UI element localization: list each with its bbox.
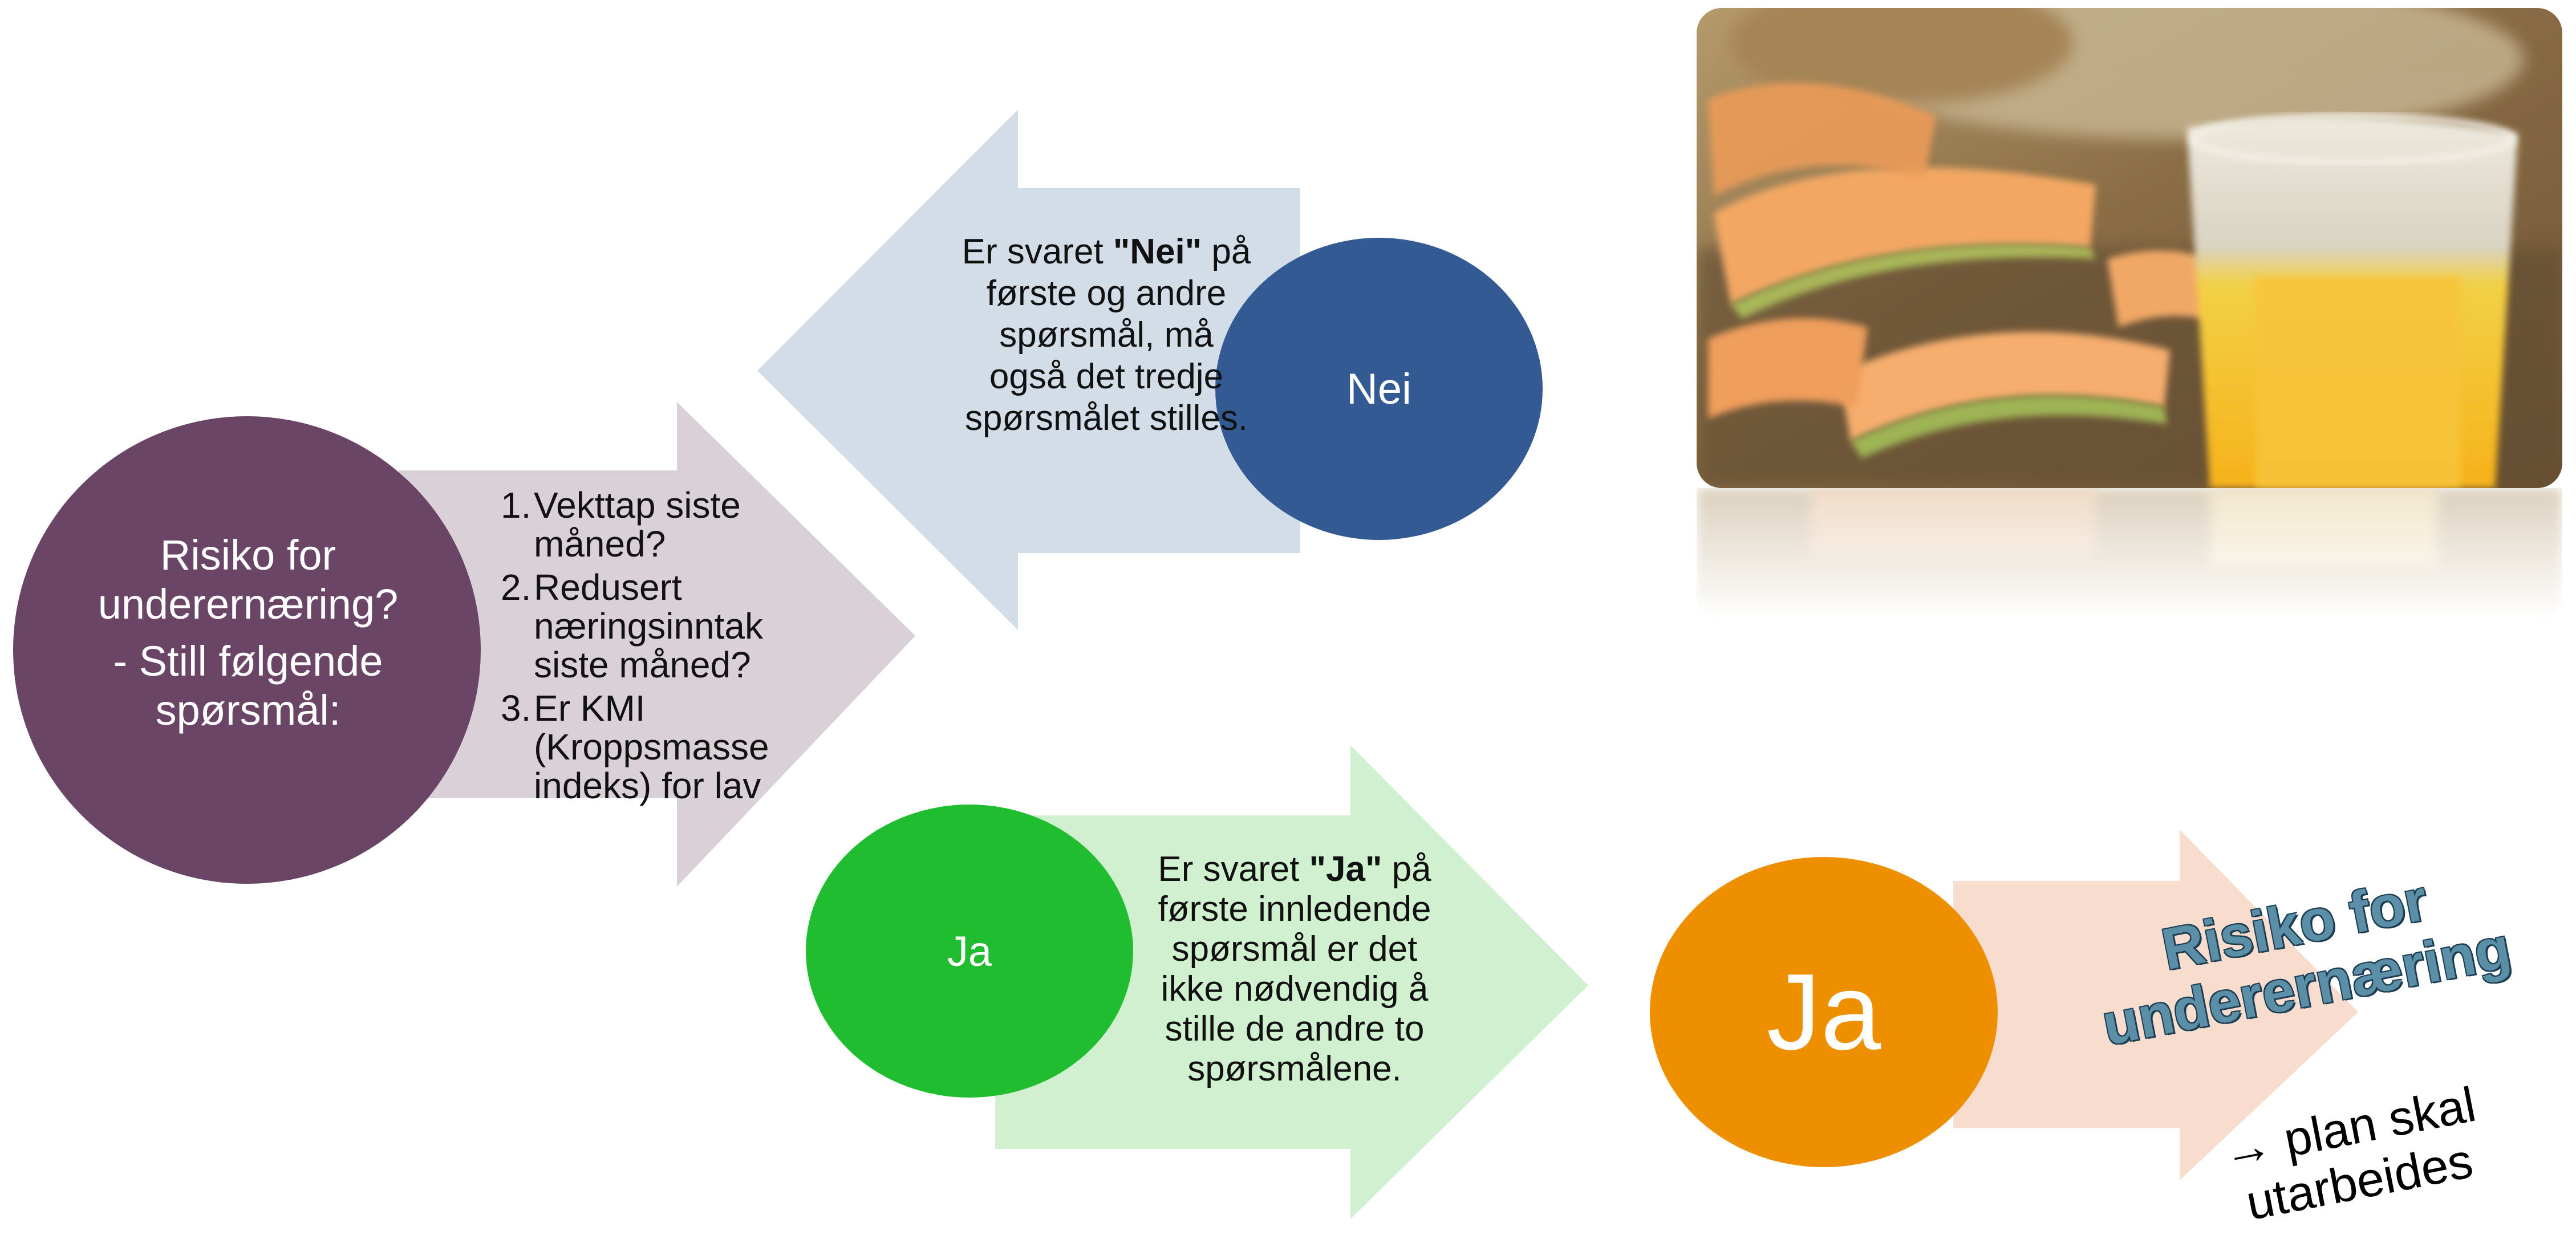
risk-question-line4: spørsmål: [155, 686, 341, 734]
ja-arrow [995, 745, 1588, 1219]
ja-circle-label: Ja [947, 927, 992, 975]
risk-question-label: Risiko for underernæring? - Still følgen… [23, 502, 473, 764]
nei-circle [1215, 238, 1543, 540]
melon-and-juice-photo-icon [1697, 8, 2562, 488]
ja-bold-answer: "Ja" [1309, 850, 1382, 889]
risk-question-line2: underernæring? [98, 580, 399, 628]
nei-arrow [757, 109, 1300, 630]
nei-bold-answer: "Nei" [1113, 232, 1202, 271]
ja-circle [806, 805, 1133, 1098]
right-arrow-icon: → [2218, 1116, 2277, 1180]
nei-explanation-rest: på første og andre spørsmål, må også det… [964, 232, 1251, 438]
nei-circle-label: Nei [1346, 364, 1412, 413]
questions-list: 1. Vekttap siste måned? 2. Redusert næri… [501, 486, 769, 810]
risk-question-line1: Risiko for [160, 531, 336, 579]
result-ja-label: Ja [1766, 952, 1881, 1073]
photo-reflection-graphic [1697, 488, 2562, 619]
ja-explanation-rest: på første innledende spørsmål er det ikk… [1158, 850, 1431, 1088]
result-arrow [1953, 830, 2358, 1180]
ja-explanation: Er svaret "Ja" på første innledende spør… [1158, 850, 1431, 1088]
nei-explanation: Er svaret "Nei" på første og andre spørs… [962, 232, 1251, 438]
question-item-3: 3. Er KMI (Kroppsmasse indeks) for lav [501, 688, 769, 806]
photo-reflection [1697, 488, 2562, 619]
melon-juice-photo [1697, 8, 2562, 488]
questions-arrow [399, 402, 915, 887]
question-item-2: 2. Redusert næringsinntak siste måned? [501, 567, 763, 685]
result-ja-circle [1650, 857, 1998, 1167]
risk-question-circle [13, 416, 481, 884]
risk-question-line3: - Still følgende [113, 637, 383, 685]
question-item-1: 1. Vekttap siste måned? [501, 485, 741, 564]
